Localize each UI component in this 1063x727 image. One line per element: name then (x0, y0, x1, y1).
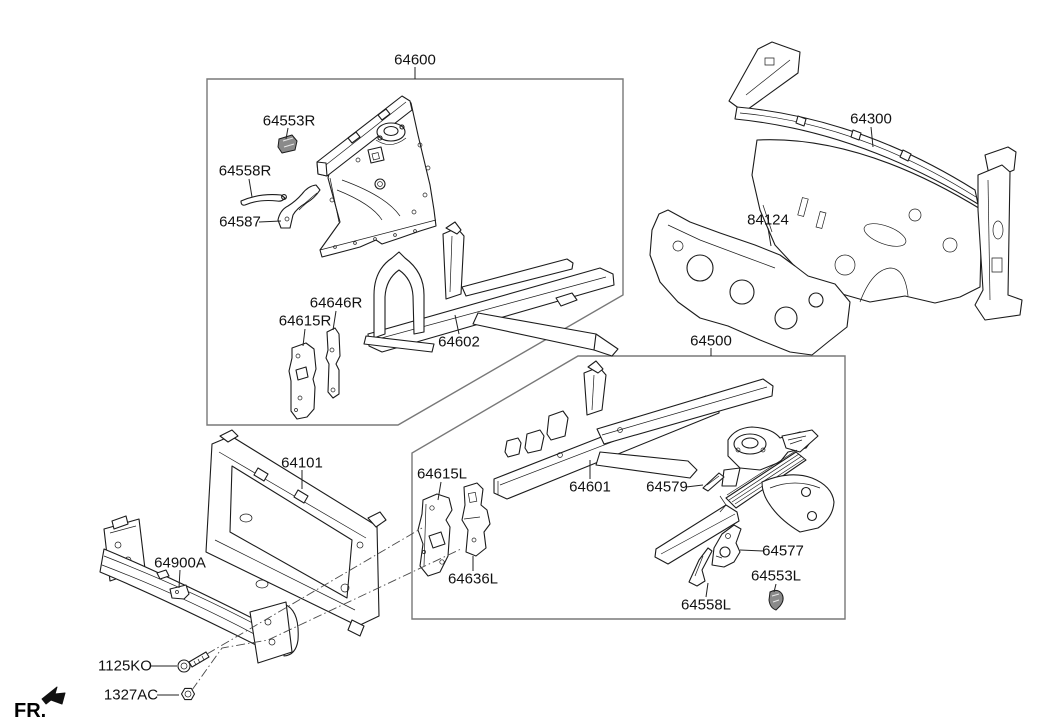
wheelhouse-lh-drawing (655, 427, 834, 564)
panel-64636l-drawing (462, 483, 490, 556)
callout-64900A[interactable]: 64900A (154, 554, 206, 572)
assembly-box-64600 (207, 79, 623, 425)
side-member-lh-64601-drawing (494, 361, 773, 499)
callout-64615R[interactable]: 64615R (278, 312, 332, 330)
leader-lines (150, 67, 873, 695)
callout-64553L[interactable]: 64553L (750, 567, 802, 585)
panel-64615r-drawing (289, 343, 316, 419)
fender-apron-rh-drawing (317, 96, 436, 257)
bumper-beam-64900a-drawing (100, 516, 298, 663)
callout-64615L[interactable]: 64615L (416, 465, 468, 483)
clip-64553r-drawing (278, 135, 297, 153)
callout-64500[interactable]: 64500 (690, 332, 732, 350)
callout-64101[interactable]: 64101 (281, 454, 323, 472)
panel-64615l-drawing (418, 494, 452, 576)
callout-84124[interactable]: 84124 (747, 211, 789, 229)
dash-panel-64300-drawing (729, 42, 1022, 320)
callout-64300[interactable]: 64300 (850, 110, 892, 128)
bolt-1125ko-drawing (178, 652, 209, 672)
callout-64646R[interactable]: 64646R (309, 294, 363, 312)
callout-64577[interactable]: 64577 (762, 542, 804, 560)
callout-64558L[interactable]: 64558L (680, 596, 732, 614)
clip-64553l-drawing (769, 590, 783, 610)
strip-64646r-drawing (326, 328, 340, 398)
callout-64558R[interactable]: 64558R (218, 162, 272, 180)
assembly-box-64500 (412, 356, 845, 619)
side-member-rh-64602-drawing (364, 222, 618, 356)
alignment-lines (192, 528, 461, 690)
sliver-64558l-drawing (689, 548, 712, 586)
strip-64558r-drawing (241, 195, 286, 206)
bracket-64587-drawing (278, 185, 320, 228)
callout-1125KO[interactable]: 1125KO (98, 657, 152, 675)
callout-64602[interactable]: 64602 (438, 333, 480, 351)
callout-64600[interactable]: 64600 (394, 51, 436, 69)
callout-64553R[interactable]: 64553R (262, 112, 316, 130)
sliver-64579-drawing (703, 473, 724, 491)
callout-64579[interactable]: 64579 (646, 478, 688, 496)
callout-64601[interactable]: 64601 (569, 478, 611, 496)
nut-1327ac-drawing (182, 688, 195, 699)
fr-direction-label: FR. (14, 700, 47, 722)
callout-64587[interactable]: 64587 (219, 213, 261, 231)
callout-1327AC[interactable]: 1327AC (103, 686, 159, 704)
insulator-84124-drawing (650, 210, 850, 355)
fr-direction-arrow-icon (42, 687, 65, 704)
callout-64636L[interactable]: 64636L (447, 570, 499, 588)
bracket-64577-drawing (712, 525, 741, 567)
